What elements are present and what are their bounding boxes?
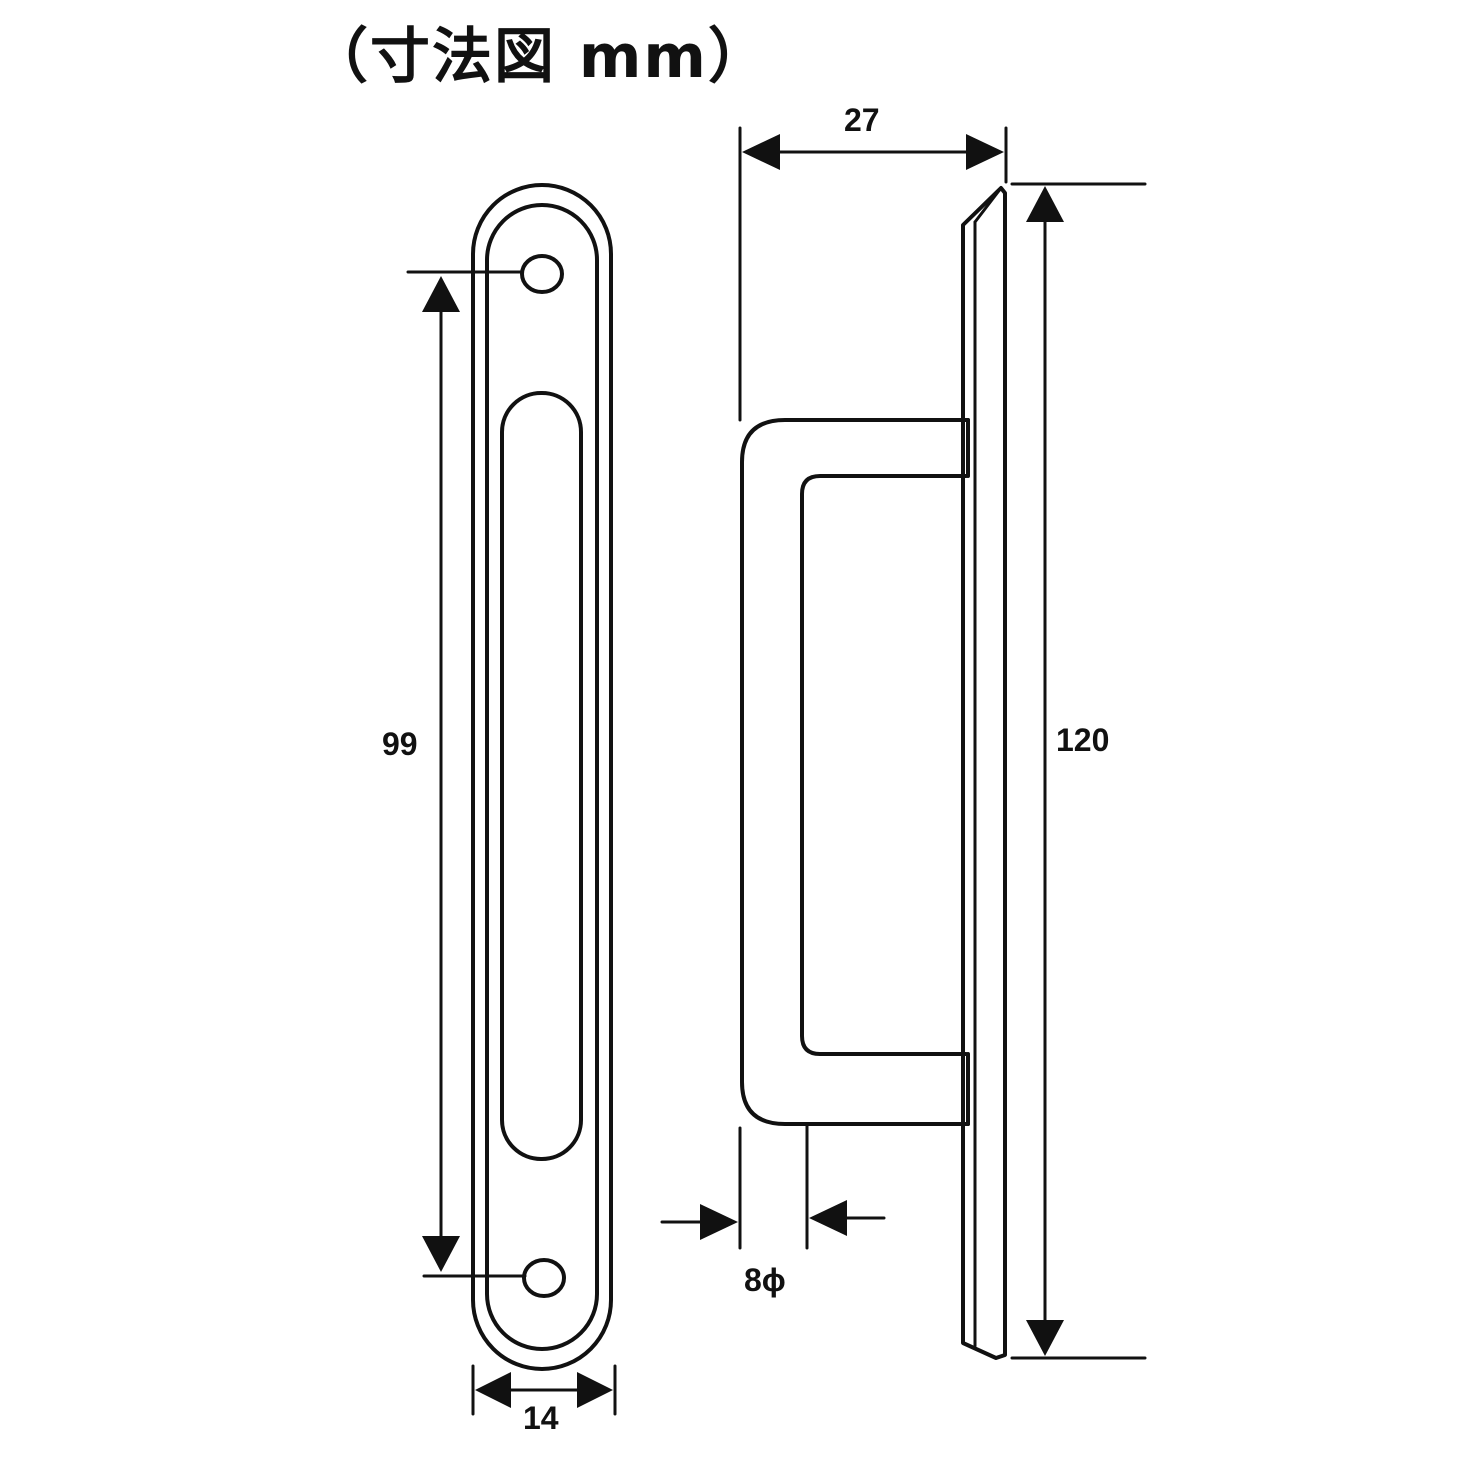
plate-outer-outline: [471, 183, 613, 1371]
arrowhead-8phi-left: [700, 1204, 738, 1240]
grip-bar-outer: [740, 418, 970, 1126]
base-plate-profile: [961, 186, 1007, 1360]
dimension-14: [471, 1364, 617, 1416]
side-view: [740, 186, 1007, 1360]
arrowhead-99-top: [422, 276, 460, 312]
dimension-label-120: 120: [1056, 722, 1110, 758]
arrowhead-27-left: [742, 134, 780, 170]
dimension-label-8phi: 8ϕ: [744, 1262, 786, 1298]
drawing-title: （寸法図 mm）: [308, 22, 770, 92]
front-view: [471, 183, 613, 1371]
dimension-99: [406, 270, 527, 1278]
dimension-120: [1010, 182, 1147, 1360]
plate-inner-outline: [485, 203, 599, 1351]
arrowhead-120-top: [1026, 186, 1064, 222]
arrowhead-8phi-right: [809, 1200, 847, 1236]
grip-recess: [500, 391, 583, 1161]
dimension-label-14: 14: [523, 1400, 559, 1436]
arrowhead-27-right: [966, 134, 1004, 170]
arrowhead-99-bottom: [422, 1236, 460, 1272]
dimension-label-99: 99: [382, 726, 418, 762]
dimension-8phi: [660, 1122, 886, 1250]
arrowhead-14-left: [475, 1372, 511, 1408]
screw-hole-top: [520, 254, 564, 294]
grip-bar-inner: [800, 474, 968, 1056]
screw-hole-bottom: [522, 1258, 566, 1298]
dimension-label-27: 27: [844, 102, 880, 138]
arrowhead-120-bottom: [1026, 1320, 1064, 1356]
arrowhead-14-right: [577, 1372, 613, 1408]
dimension-27: [738, 126, 1008, 422]
